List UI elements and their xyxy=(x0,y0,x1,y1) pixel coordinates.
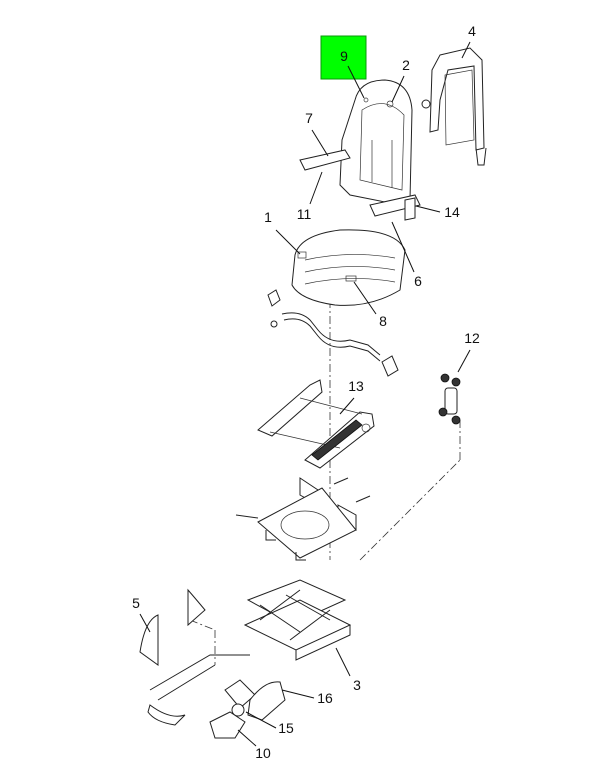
callout-13[interactable]: 13 xyxy=(339,378,364,415)
headrest-frame-part-4[interactable] xyxy=(421,47,487,166)
svg-text:7: 7 xyxy=(305,110,313,126)
side-cover-part-5[interactable] xyxy=(139,588,206,666)
callout-8[interactable]: 8 xyxy=(353,281,387,329)
callout-2[interactable]: 2 xyxy=(391,57,410,103)
svg-text:6: 6 xyxy=(414,273,422,289)
svg-text:12: 12 xyxy=(464,330,480,346)
svg-text:11: 11 xyxy=(297,206,312,222)
svg-text:15: 15 xyxy=(278,720,294,736)
callout-1[interactable]: 1 xyxy=(264,209,301,255)
callout-10[interactable]: 10 xyxy=(237,729,271,761)
callout-9-label: 9 xyxy=(340,48,348,64)
svg-text:10: 10 xyxy=(255,745,271,761)
svg-text:13: 13 xyxy=(348,378,364,394)
callout-12[interactable]: 12 xyxy=(457,330,480,373)
callout-11[interactable]: 11 xyxy=(297,171,323,222)
svg-text:14: 14 xyxy=(444,204,460,220)
svg-text:2: 2 xyxy=(402,57,410,73)
assembly-lines xyxy=(189,300,461,665)
knob-part-15[interactable] xyxy=(231,703,245,717)
seat-slide-rails-part-13[interactable] xyxy=(257,379,375,469)
callout-6[interactable]: 6 xyxy=(391,221,422,289)
seat-cushion-part-1[interactable] xyxy=(291,229,406,306)
swivel-plate[interactable] xyxy=(257,487,357,561)
suspension-base-part-3[interactable] xyxy=(243,579,352,661)
cover-assembly xyxy=(147,654,256,726)
callout-15[interactable]: 15 xyxy=(245,711,294,736)
handle-part-10[interactable] xyxy=(209,711,246,739)
leader-9 xyxy=(347,65,365,99)
callout-7[interactable]: 7 xyxy=(305,110,329,157)
callout-9-highlight[interactable]: 9 xyxy=(320,35,367,99)
svg-text:3: 3 xyxy=(353,677,361,693)
svg-text:16: 16 xyxy=(317,690,333,706)
callout-14[interactable]: 14 xyxy=(415,204,460,220)
callouts: 1 2 3 4 5 6 7 8 xyxy=(132,23,480,761)
side-shield-part-16[interactable] xyxy=(247,681,286,721)
control-cable xyxy=(267,289,399,377)
shock-absorber-part-12[interactable] xyxy=(438,373,461,425)
armrest-right-part-14[interactable] xyxy=(369,194,421,221)
svg-text:5: 5 xyxy=(132,595,140,611)
callout-3[interactable]: 3 xyxy=(335,647,361,693)
armrest-left-part-7[interactable] xyxy=(299,149,351,171)
highlight-box xyxy=(320,35,367,80)
callout-16[interactable]: 16 xyxy=(281,689,333,706)
seat-back-part-6[interactable] xyxy=(339,79,413,206)
svg-text:4: 4 xyxy=(468,23,476,39)
callout-5[interactable]: 5 xyxy=(132,595,151,633)
svg-text:8: 8 xyxy=(379,313,387,329)
callout-4[interactable]: 4 xyxy=(461,23,476,59)
svg-text:1: 1 xyxy=(264,209,272,225)
